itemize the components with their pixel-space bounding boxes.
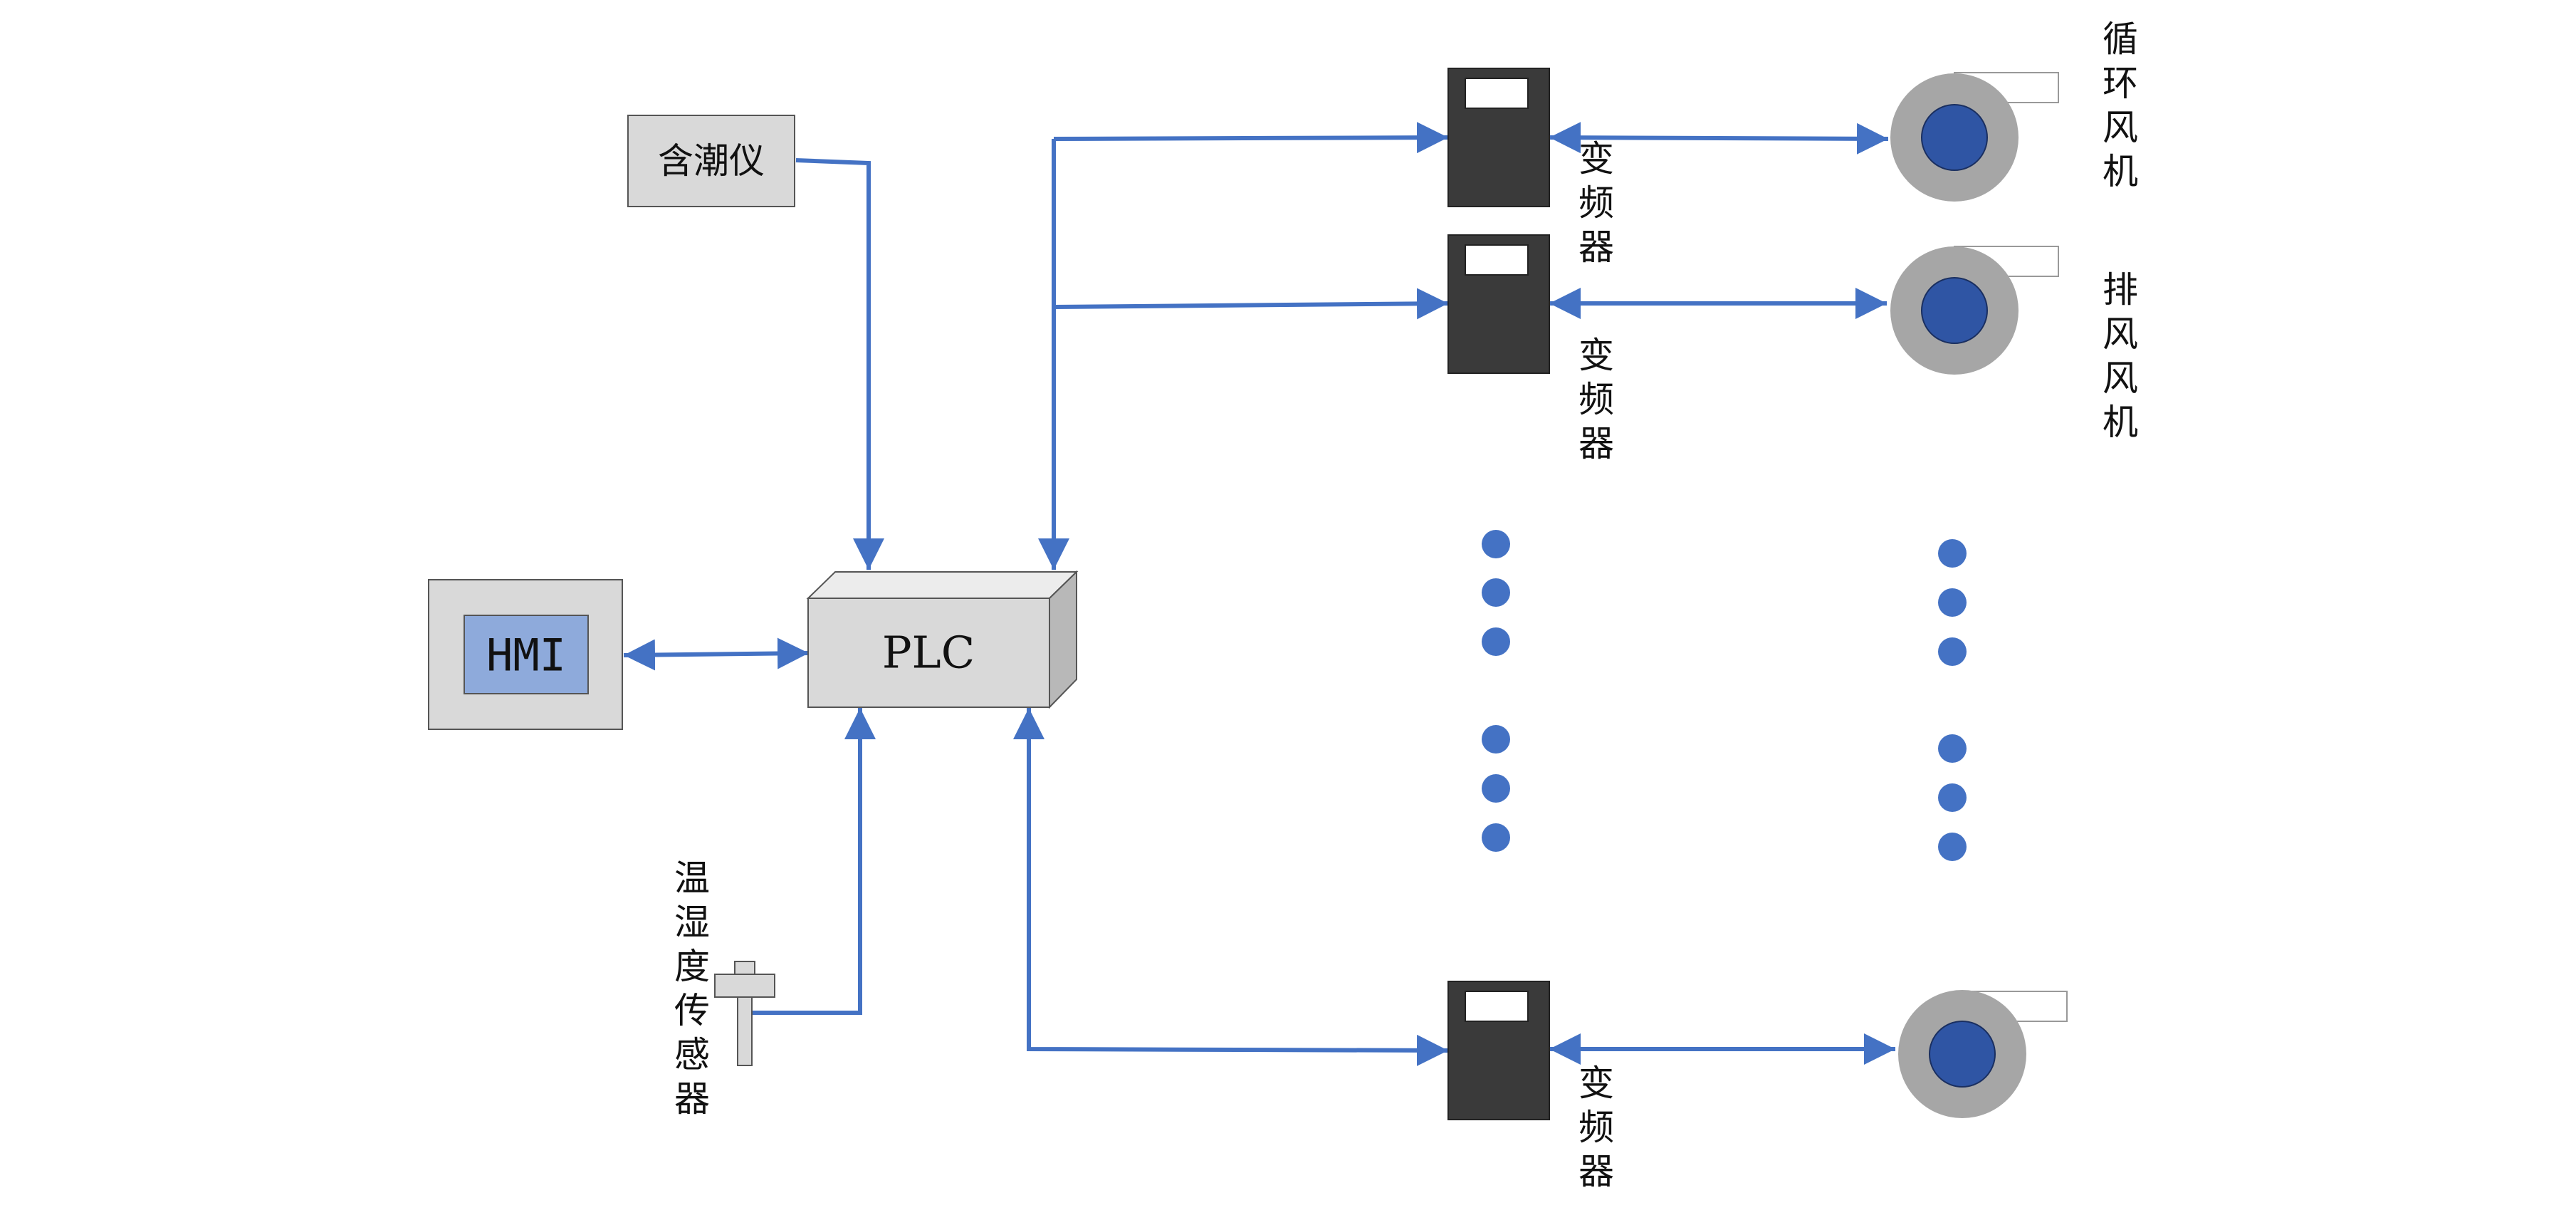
moisture-meter-to-plc-connector: [795, 158, 884, 570]
plc-to-inverter-1-connector: [1053, 122, 1449, 154]
ellipsis-dot: [1938, 637, 1967, 666]
ellipsis-dot: [1938, 588, 1967, 617]
inverter-2-label: 变频器: [1578, 335, 1614, 464]
plc-box: PLC: [806, 570, 1079, 709]
ellipsis-dot: [1482, 578, 1510, 607]
hmi-terminal: HMI: [428, 579, 623, 730]
ellipsis-dot: [1938, 833, 1967, 861]
ellipsis-dot: [1482, 627, 1510, 656]
fan-hub: [1921, 277, 1988, 344]
ellipsis-dot: [1482, 530, 1510, 558]
inverter-1: [1447, 68, 1550, 207]
inverter-display: [1465, 78, 1529, 109]
inverter-display: [1465, 991, 1529, 1022]
temp-humidity-sensor: [714, 961, 775, 1066]
moisture-meter: 含潮仪: [627, 115, 795, 207]
fan-3: [1898, 990, 2068, 1118]
moisture-meter-label: 含潮仪: [658, 140, 765, 182]
ellipsis-dot: [1938, 539, 1967, 568]
plc-label: PLC: [882, 627, 975, 679]
hmi-screen: [464, 615, 589, 694]
plc-to-inverter-2-connector: [1053, 288, 1449, 320]
ellipsis-dot: [1938, 783, 1967, 812]
fan-continuation-dots: [1938, 539, 1967, 861]
circulation-fan: [1890, 72, 2059, 202]
exhaust-fan: [1890, 246, 2059, 375]
ellipsis-dot: [1482, 725, 1510, 754]
sensor-to-plc-connector: [749, 708, 876, 1015]
inverter-continuation-dots: [1482, 530, 1510, 852]
hmi-plc-connector: [623, 637, 810, 671]
sensor-probe: [737, 996, 753, 1066]
hmi-label: HMI: [486, 630, 566, 682]
exhaust-fan-label: 排风风机: [2103, 269, 2138, 443]
inverter-2: [1447, 234, 1550, 374]
inverter-1-fan-connector: [1549, 122, 1889, 155]
inverter-3-label: 变频器: [1578, 1063, 1614, 1192]
ellipsis-dot: [1938, 734, 1967, 763]
inverter-display: [1465, 244, 1529, 276]
inverter-3: [1447, 981, 1550, 1120]
plc-to-inverter-3-connector: [1013, 708, 1449, 1066]
inverter-1-label: 变频器: [1578, 138, 1614, 268]
circulation-fan-label: 循环风机: [2103, 19, 2138, 192]
ellipsis-dot: [1482, 823, 1510, 852]
fan-hub: [1921, 104, 1988, 171]
sensor-label: 温湿度传感器: [674, 857, 710, 1120]
ellipsis-dot: [1482, 774, 1510, 803]
fan-hub: [1929, 1021, 1996, 1088]
